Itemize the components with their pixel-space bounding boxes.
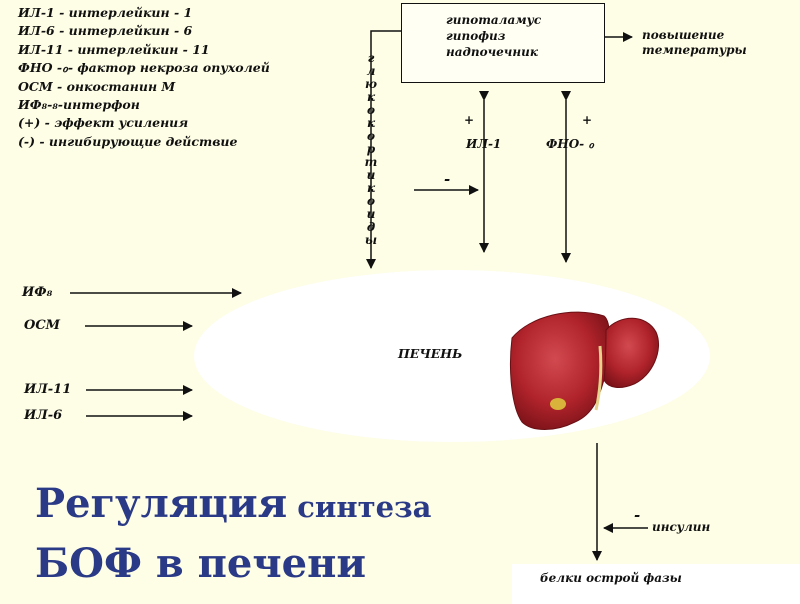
letter: ы	[364, 233, 378, 247]
ifn-label: ИФ₈	[22, 285, 53, 300]
il6-label: ИЛ-6	[24, 408, 63, 423]
box-line: гипоталамус	[446, 13, 542, 27]
letter: р	[366, 142, 376, 156]
plus-sign: +	[464, 113, 475, 127]
letter: л	[366, 64, 376, 78]
il11-label: ИЛ-11	[24, 382, 72, 397]
letter: и	[366, 207, 376, 221]
letter: ю	[364, 77, 378, 91]
letter: д	[366, 220, 376, 234]
plus-sign: +	[582, 113, 593, 127]
box-line: надпочечник	[446, 45, 538, 59]
glucocorticoids-label: г л ю к о к о р т и к о и д ы	[364, 52, 378, 247]
legend-item: ИЛ-1 - интерлейкин - 1	[18, 5, 193, 20]
letter: о	[366, 103, 375, 117]
fever-label: повышение температуры	[642, 28, 747, 58]
legend-item: ИФ₈-₈-интерфон	[18, 97, 140, 113]
page-title: Регуляция синтеза БОФ в печени	[35, 478, 431, 590]
glucocorticoids-arrow	[366, 30, 401, 269]
minus-sign: -	[444, 170, 451, 188]
liver-label: ПЕЧЕНЬ	[398, 346, 463, 361]
osm-label: ОСМ	[24, 318, 61, 333]
letter: г	[367, 51, 375, 65]
letter: к	[366, 181, 376, 195]
legend-item: (-) - ингибирующие действие	[18, 133, 238, 149]
minus-sign: -	[634, 506, 641, 524]
box-line: гипофиз	[446, 29, 506, 43]
legend: ИЛ-1 - интерлейкин - 1 ИЛ-6 - интерлейки…	[18, 4, 270, 151]
title-word: синтеза	[287, 490, 432, 524]
letter: т	[364, 155, 378, 169]
letter: к	[366, 116, 376, 130]
result-label: белки острой фазы	[540, 571, 682, 585]
legend-item: (+) - эффект усиления	[18, 115, 189, 131]
legend-item: ИЛ-6 - интерлейкин - 6	[18, 23, 193, 39]
insulin-label: инсулин	[652, 520, 711, 534]
legend-item: ОСМ - онкостанин М	[18, 78, 176, 94]
il1-label: ИЛ-1	[466, 137, 502, 151]
letter: о	[366, 194, 375, 208]
letter: о	[366, 129, 375, 143]
legend-item: ИЛ-11 - интерлейкин - 11	[18, 41, 210, 57]
letter: и	[366, 168, 376, 182]
legend-item: ФНО -ℴ- фактор некроза опухолей	[18, 60, 270, 76]
tnf-label: ФНО- ℴ	[546, 137, 594, 151]
hypothalamus-box: гипоталамус гипофиз надпочечник	[401, 3, 605, 83]
title-word: Регуляция	[35, 480, 288, 527]
title-line: БОФ в печени	[35, 540, 367, 587]
letter: к	[366, 90, 376, 104]
fever-line: повышение	[642, 28, 725, 42]
fever-line: температуры	[642, 43, 747, 57]
result-box: белки острой фазы	[512, 564, 800, 604]
liver-icon	[510, 311, 660, 430]
